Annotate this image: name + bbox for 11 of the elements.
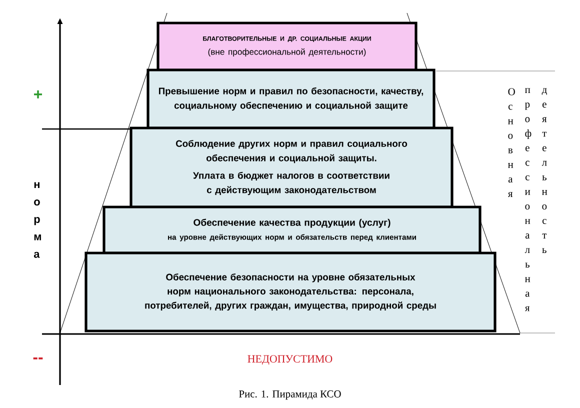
vertical-label: деятельность xyxy=(542,88,548,253)
minus-sign: -- xyxy=(33,357,43,360)
vertical-label: профессиональная xyxy=(524,88,532,312)
plus-sign: + xyxy=(34,90,42,98)
pyramid-level: Соблюдение других норм и правил социального обеспечения и социальной защиты. Уплата в бюджет налогов в соответствии с действующим законодательством xyxy=(130,126,454,208)
pyramid-level: Обеспечение безопасности на уровне обязательных норм национального законодательства: персонала, потребителей, других граждан, имущества, природной среды xyxy=(84,252,496,332)
caption: Рис. 1. Пирамида КСО xyxy=(239,390,341,400)
vertical-label: норма xyxy=(34,182,41,258)
vertical-label: Основная xyxy=(508,88,515,197)
pyramid-level: Превышение норм и правил по безопасности, качеству, социальному обеспечению и социальной защите xyxy=(146,68,436,130)
warning-text: НЕДОПУСТИМО xyxy=(248,355,332,365)
